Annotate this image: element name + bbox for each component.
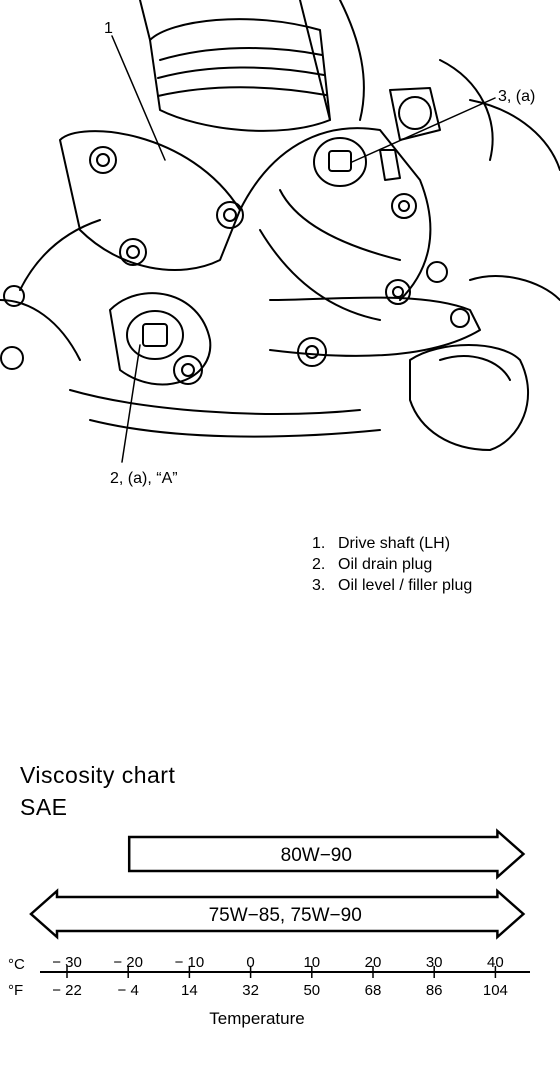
viscosity-chart-subtitle: SAE: [20, 794, 68, 820]
viscosity-scale: 80W−90 75W−85, 75W−90 °C °F − 30 − 22 − 20 − 4 −…: [8, 828, 530, 1028]
fahrenheit-tick-4: 50: [303, 982, 320, 999]
celsius-tick-1: − 20: [113, 954, 143, 971]
callout-3: 3, (a): [498, 88, 536, 105]
callout-2: 2, (a), “A”: [110, 470, 178, 487]
legend-item-filler-plug: 3. Oil level / filler plug: [312, 577, 473, 594]
fahrenheit-tick-3: 32: [242, 982, 259, 999]
grade-label-0: 80W−90: [281, 845, 352, 866]
celsius-tick-7: 40: [487, 954, 504, 971]
celsius-tick-2: − 10: [175, 954, 205, 971]
grade-label-1: 75W−85, 75W−90: [209, 905, 362, 926]
grade-arrow-0: [127, 828, 526, 880]
grade-arrow-1: [29, 888, 526, 940]
parts-legend: 1. Drive shaft (LH) 2. Oil drain plug 3.…: [312, 533, 472, 596]
celsius-unit: °C: [8, 956, 25, 973]
callout-1: 1: [104, 20, 113, 37]
viscosity-chart-title: Viscosity chart: [20, 762, 176, 788]
leader-lines: [111, 35, 496, 463]
fahrenheit-tick-2: 14: [181, 982, 198, 999]
fahrenheit-tick-5: 68: [365, 982, 382, 999]
drive-shaft-boot: [139, 0, 365, 132]
transmission-drawing: [0, 0, 560, 463]
celsius-tick-6: 30: [426, 954, 443, 971]
fahrenheit-unit: °F: [8, 982, 23, 999]
celsius-tick-0: − 30: [52, 954, 82, 971]
fahrenheit-tick-0: − 22: [52, 982, 82, 999]
fahrenheit-tick-7: 104: [483, 982, 508, 999]
celsius-tick-3: 0: [246, 954, 254, 971]
fahrenheit-tick-6: 86: [426, 982, 443, 999]
fahrenheit-tick-1: − 4: [118, 982, 139, 999]
axis-label: Temperature: [209, 1009, 304, 1028]
housing-lower: [69, 275, 560, 451]
housing-upper: [0, 130, 244, 370]
celsius-tick-4: 10: [303, 954, 320, 971]
legend-item-drain-plug: 2. Oil drain plug: [312, 556, 433, 573]
celsius-tick-5: 20: [365, 954, 382, 971]
legend-item-drive-shaft: 1. Drive shaft (LH): [312, 535, 451, 552]
